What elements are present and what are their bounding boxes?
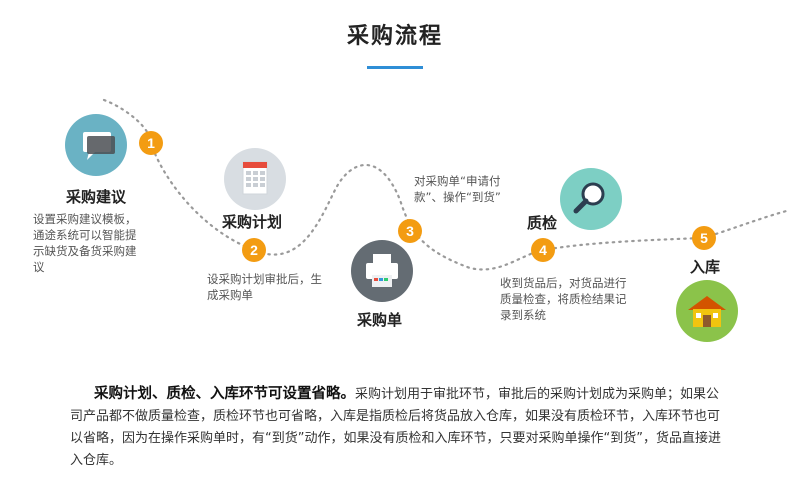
step4-icon-circle bbox=[560, 168, 622, 230]
step1-title: 采购建议 bbox=[66, 188, 127, 206]
warehouse-icon bbox=[688, 296, 726, 327]
printer-icon bbox=[366, 254, 398, 287]
step5-title: 入库 bbox=[690, 258, 721, 276]
magnifier-icon bbox=[573, 182, 605, 214]
summary-lead: 采购计划、质检、入库环节可设置省略。 bbox=[94, 386, 355, 402]
step1-badge: 1 bbox=[139, 131, 163, 155]
step2-icon-circle bbox=[224, 148, 286, 210]
step3-badge: 3 bbox=[398, 219, 422, 243]
title-underline bbox=[367, 66, 423, 69]
chat-bubble-icon bbox=[83, 132, 115, 160]
page-title: 采购流程 bbox=[346, 24, 443, 49]
step2-title: 采购计划 bbox=[222, 213, 283, 231]
step3-desc: 对采购单“申请付款”、操作“到货” bbox=[414, 174, 501, 204]
step4-badge: 4 bbox=[531, 238, 555, 262]
summary-paragraph: 采购计划、质检、入库环节可设置省略。采购计划用于审批环节，审批后的采购计划成为采… bbox=[70, 383, 730, 472]
step2-badge: 2 bbox=[242, 238, 266, 262]
step4-title: 质检 bbox=[527, 214, 558, 232]
step5-icon-circle bbox=[676, 280, 738, 342]
step1-icon-circle bbox=[65, 114, 127, 176]
step5-badge: 5 bbox=[692, 226, 716, 250]
step1-desc: 设置采购建议模板，通途系统可以智能提示缺货及备货采购建议 bbox=[33, 212, 137, 274]
step3-icon-circle bbox=[351, 240, 413, 302]
step2-desc: 设采购计划审批后，生成采购单 bbox=[207, 272, 322, 302]
step3-title: 采购单 bbox=[357, 311, 403, 329]
step4-desc: 收到货品后，对货品进行质量检查，将质检结果记录到系统 bbox=[500, 276, 627, 322]
calendar-icon bbox=[242, 161, 268, 195]
summary-body: 采购计划用于审批环节，审批后的采购计划成为采购单；如果公司产品都不做质量检查，质… bbox=[70, 387, 721, 468]
